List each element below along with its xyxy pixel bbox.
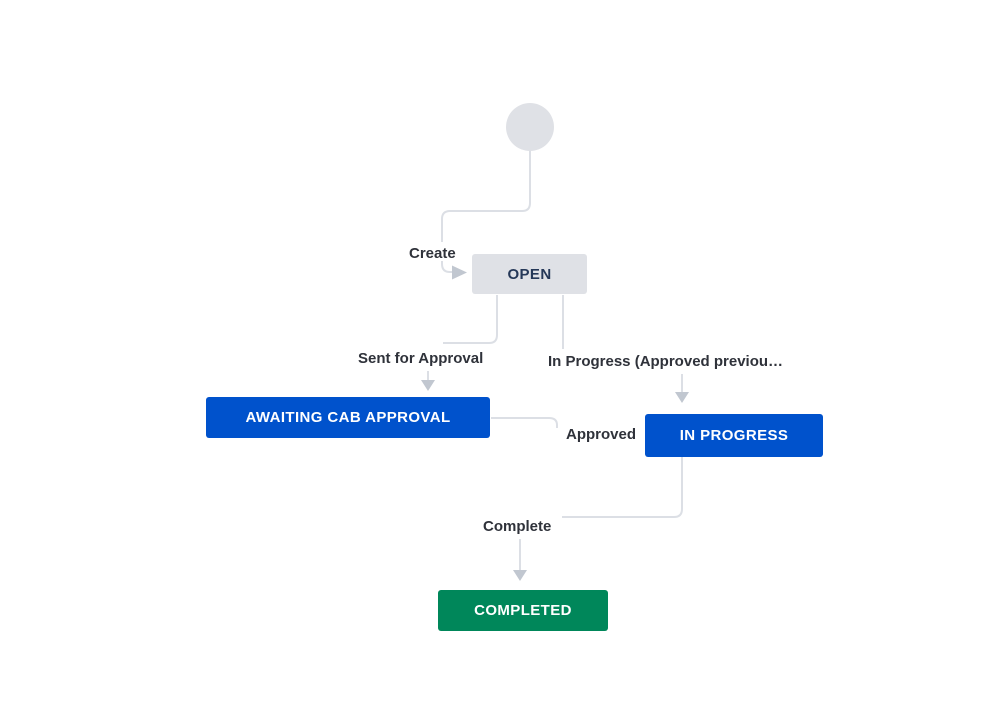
status-in-progress[interactable]: IN PROGRESS — [645, 414, 823, 457]
connector-inprogress-to-completed — [562, 457, 683, 518]
connector-create-arrow-stem — [441, 261, 452, 273]
transition-label-complete[interactable]: Complete — [483, 518, 552, 535]
connector-start-to-open — [441, 150, 531, 242]
transition-label-in-progress-approved[interactable]: In Progress (Approved previou… — [548, 353, 784, 370]
transition-label-approved[interactable]: Approved — [566, 426, 637, 443]
transition-label-create[interactable]: Create — [409, 245, 456, 262]
arrowhead-complete — [513, 570, 527, 581]
status-awaiting-cab-approval[interactable]: AWAITING CAB APPROVAL — [206, 397, 490, 438]
arrowhead-in-progress — [675, 392, 689, 403]
connector-open-to-awaiting — [443, 295, 498, 344]
arrowhead-create — [452, 265, 467, 280]
status-open[interactable]: OPEN — [472, 254, 587, 294]
connector-awaiting-to-inprogress — [491, 417, 558, 428]
status-completed[interactable]: COMPLETED — [438, 590, 608, 631]
transition-label-sent-for-approval[interactable]: Sent for Approval — [358, 350, 484, 367]
start-node-circle[interactable] — [506, 103, 554, 151]
arrowhead-sent-for-approval — [421, 380, 435, 391]
